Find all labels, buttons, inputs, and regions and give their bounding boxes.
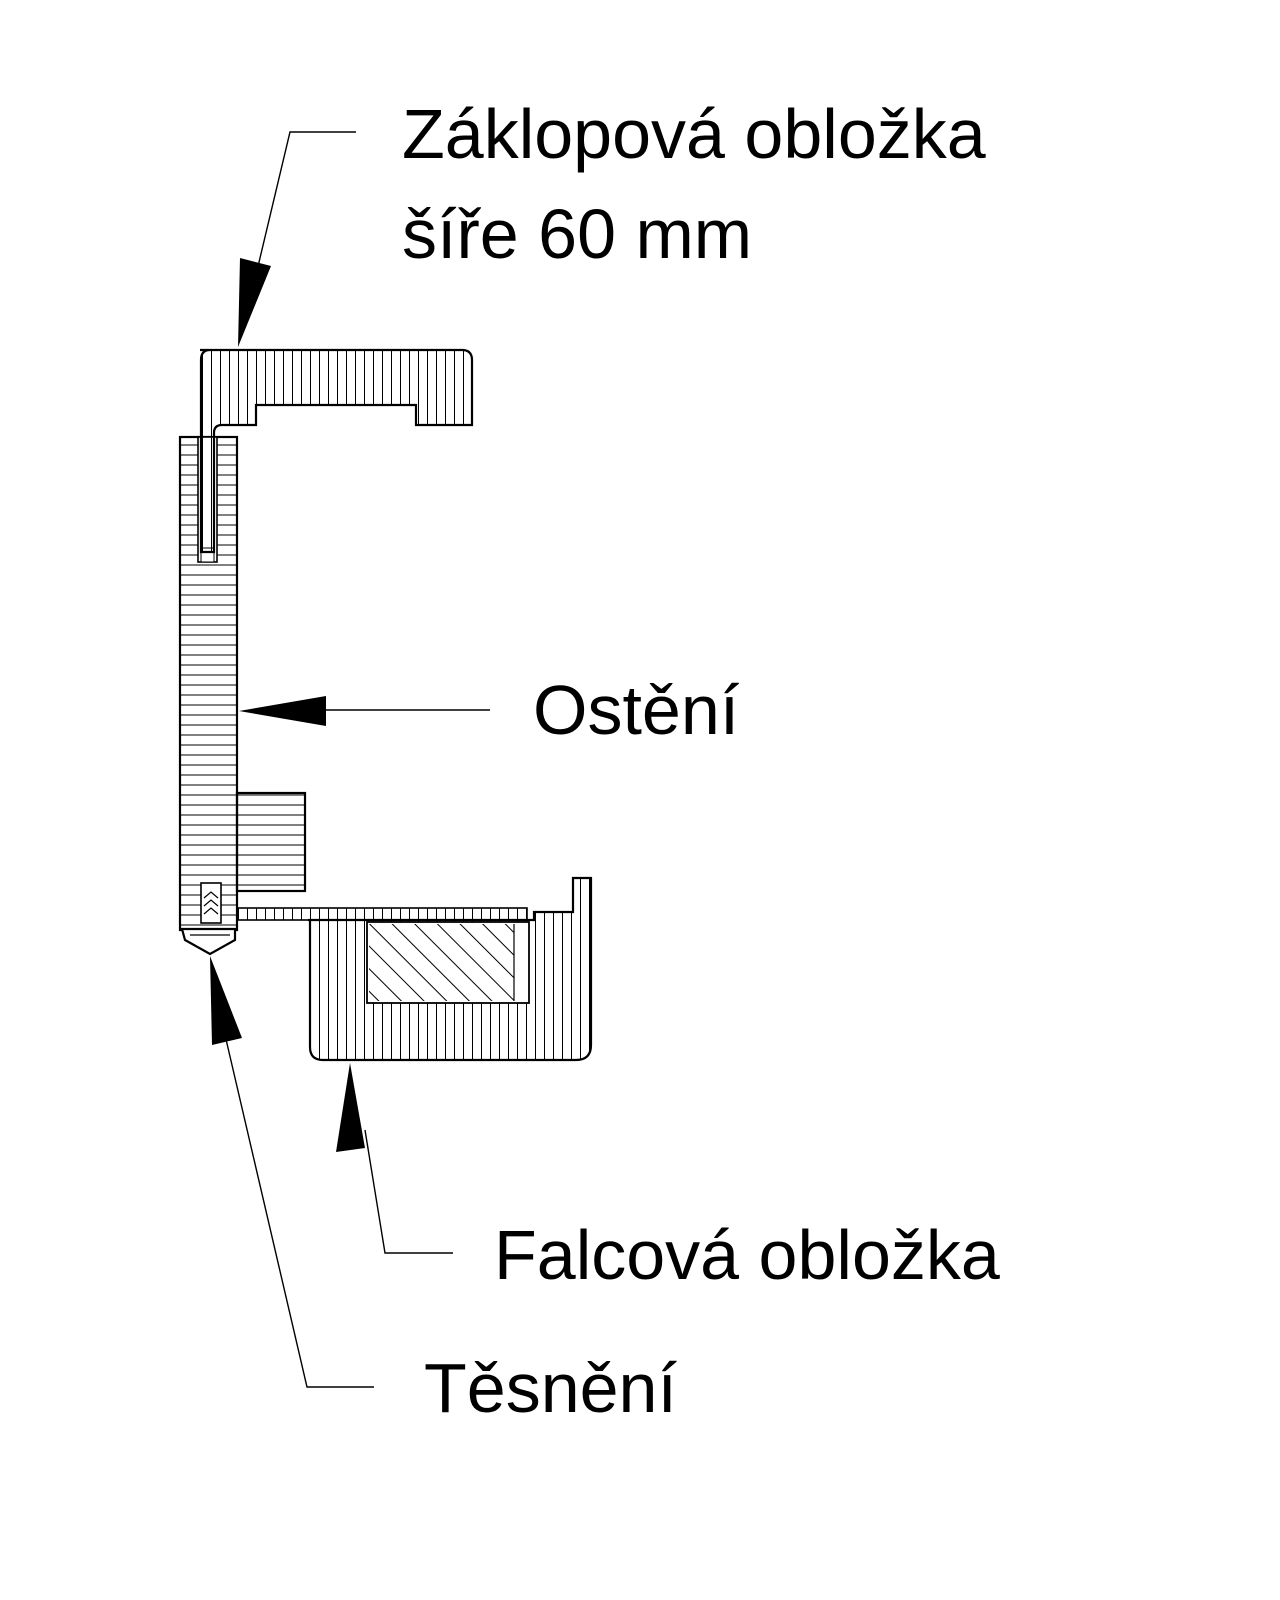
label-cover-trim-line2: šíře 60 mm [402, 195, 752, 273]
leader-seal [210, 956, 374, 1388]
label-seal: Těsnění [424, 1349, 677, 1427]
label-rebate-trim: Falcová obložka [494, 1216, 1000, 1294]
leader-rebate-trim [336, 1063, 453, 1254]
leader-cover-trim [238, 131, 356, 347]
rebate-trim-section [308, 876, 593, 1062]
leader-jamb [239, 696, 490, 726]
label-jamb: Ostění [533, 671, 740, 749]
label-cover-trim-line1: Záklopová obložka [402, 95, 986, 173]
connecting-strip [236, 907, 528, 921]
seal-section [180, 882, 237, 956]
cover-trim-section [199, 348, 474, 554]
stop-block-section [235, 791, 307, 893]
